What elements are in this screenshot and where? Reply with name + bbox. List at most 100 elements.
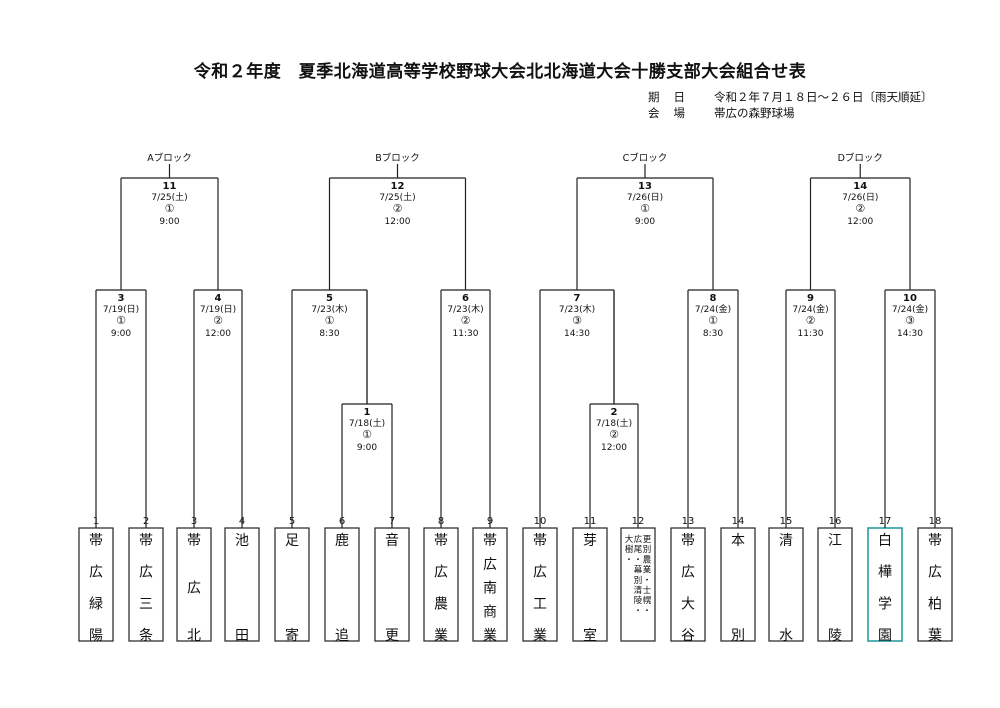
team-box-15 (768, 527, 804, 642)
team-combined-char: 陵 (634, 596, 643, 606)
team-combined-char: ・ (643, 606, 652, 616)
team-name-char: 田 (235, 628, 249, 644)
team-name-char: 足 (285, 533, 299, 549)
team-name-char: 帯 (139, 533, 153, 549)
team-box-17 (867, 527, 903, 642)
game-14-number: 14 (853, 181, 867, 192)
game-14-time: 12:00 (847, 217, 873, 227)
team-name-char: 柏 (928, 596, 942, 612)
game-1-field: ① (362, 428, 372, 441)
game-3-number: 3 (118, 293, 125, 304)
team-name-char: 帯 (928, 533, 942, 549)
team-name-char: 緑 (89, 596, 103, 612)
team-name-char: 広 (187, 581, 201, 597)
team-name-char: 広 (483, 557, 497, 573)
game-14-date: 7/26(日) (842, 192, 878, 203)
team-name-char: 芽 (583, 533, 597, 549)
team-name-char: 帯 (187, 533, 201, 549)
team-combined-char: 清 (634, 585, 643, 596)
info-venue-value: 帯広の森野球場 (714, 106, 795, 120)
team-name-char: 広 (681, 565, 695, 581)
game-4-date: 7/19(日) (200, 304, 236, 315)
team-box-2 (128, 527, 164, 642)
team-name-char: 寄 (285, 627, 299, 644)
block-label-B: Bブロック (375, 152, 420, 164)
team-name-char: 広 (139, 565, 153, 581)
game-3-date: 7/19(日) (103, 304, 139, 315)
team-combined-char: 幌 (643, 595, 652, 606)
team-combined-char: ・ (625, 555, 634, 565)
team-name-char: 更 (385, 628, 399, 644)
team-name-char: 工 (533, 596, 547, 612)
game-7-number: 7 (574, 293, 581, 304)
team-combined-char: 大 (625, 534, 634, 545)
team-name-char: 水 (779, 628, 793, 644)
game-5-field: ① (325, 314, 335, 327)
game-2-date: 7/18(土) (596, 417, 632, 429)
game-11-date: 7/25(土) (151, 191, 187, 203)
game-7-field: ③ (572, 314, 582, 327)
team-name-char: 谷 (681, 628, 695, 644)
info-venue-row: 会場 帯広の森野球場 (648, 105, 795, 121)
team-name-char: 葉 (928, 628, 942, 644)
game-4-number: 4 (215, 293, 222, 304)
team-name-char: 業 (483, 628, 497, 644)
info-venue-label: 会場 (648, 106, 699, 120)
game-1-number: 1 (364, 407, 371, 418)
team-combined-char: 更 (643, 535, 652, 545)
team-box-18 (917, 527, 953, 642)
team-name-char: 陵 (828, 628, 842, 644)
game-3-time: 9:00 (111, 329, 131, 339)
game-9-time: 11:30 (798, 329, 824, 339)
game-2-time: 12:00 (601, 443, 627, 453)
game-7-date: 7/23(木) (559, 303, 595, 315)
game-8-time: 8:30 (703, 329, 723, 339)
game-9-date: 7/24(金) (792, 303, 828, 315)
team-name-char: 条 (139, 627, 153, 644)
block-label-C: Cブロック (623, 152, 668, 164)
team-box-14 (720, 527, 756, 642)
block-label-A: Aブロック (147, 152, 192, 164)
team-name-char: 農 (434, 596, 448, 612)
block-label-D: Dブロック (838, 152, 883, 164)
game-13-date: 7/26(日) (627, 192, 663, 203)
team-name-char: 学 (878, 596, 892, 612)
team-name-char: 大 (681, 596, 695, 612)
game-5-time: 8:30 (319, 329, 339, 339)
team-name-char: 広 (928, 565, 942, 581)
team-name-char: 追 (335, 628, 349, 644)
game-1-time: 9:00 (357, 443, 377, 453)
game-13-time: 9:00 (635, 217, 655, 227)
game-13-field: ① (640, 202, 650, 215)
game-2-number: 2 (611, 407, 618, 418)
game-12-field: ② (393, 202, 403, 215)
team-name-char: 音 (385, 532, 399, 549)
team-box-12 (620, 527, 656, 642)
team-box-1 (78, 527, 114, 642)
team-name-char: 室 (583, 627, 597, 644)
game-11-number: 11 (163, 181, 177, 192)
game-6-time: 11:30 (453, 329, 479, 339)
team-combined-char: ・ (643, 576, 652, 586)
game-4-field: ② (213, 314, 223, 327)
team-combined-char: 業 (643, 565, 652, 576)
team-combined-char: 広 (634, 534, 643, 545)
game-1-date: 7/18(土) (349, 417, 385, 429)
team-combined-char: 別 (643, 545, 652, 555)
game-6-field: ② (461, 314, 471, 327)
team-box-11 (572, 527, 608, 642)
game-12-time: 12:00 (385, 217, 411, 227)
team-name-char: 商 (483, 604, 497, 620)
team-name-char: 南 (483, 581, 497, 597)
team-name-char: 三 (139, 596, 153, 612)
team-name-char: 広 (434, 565, 448, 581)
game-9-number: 9 (807, 293, 814, 304)
team-name-char: 帯 (681, 533, 695, 549)
game-3-field: ① (116, 314, 126, 327)
team-name-char: 北 (187, 628, 201, 644)
team-name-char: 清 (779, 533, 793, 549)
info-date-label: 期日 (648, 90, 699, 104)
game-11-time: 9:00 (159, 217, 179, 227)
team-box-7 (374, 527, 410, 642)
